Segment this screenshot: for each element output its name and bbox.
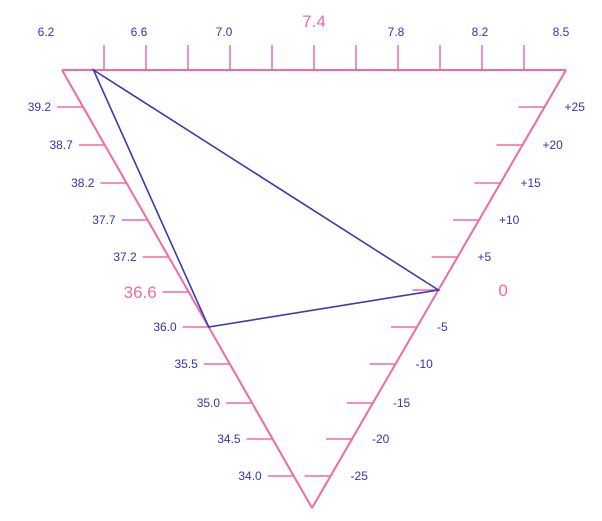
left-scale-label: 34.5 (217, 432, 241, 446)
right-scale-label: 0 (498, 281, 507, 300)
left-scale-label: 34.0 (238, 469, 262, 483)
top-scale-label: 7.4 (302, 12, 326, 31)
right-scale-label: -10 (416, 357, 434, 371)
left-scale-label: 37.7 (92, 213, 116, 227)
right-scale-label: -15 (393, 396, 411, 410)
left-scale-label: 38.2 (71, 176, 95, 190)
right-scale-label: +20 (543, 138, 564, 152)
top-scale-label: 6.6 (131, 25, 148, 39)
left-scale-label: 37.2 (113, 250, 137, 264)
left-scale-label: 35.0 (197, 396, 221, 410)
top-scale-label: 7.8 (388, 25, 405, 39)
plotted-triangle (91, 67, 441, 328)
left-scale-ticks: 39.2 38.7 38.2 37.7 37.2 36.6 36.0 35.5 35.0 34.5… (28, 100, 294, 483)
right-scale-label: +25 (565, 100, 586, 114)
left-axis-line (61, 69, 313, 509)
left-scale-label: 38.7 (49, 138, 73, 152)
right-scale-label: -25 (351, 469, 369, 483)
top-scale-label: 6.2 (38, 25, 55, 39)
right-scale-label: +15 (520, 176, 541, 190)
right-scale-label: +5 (478, 250, 492, 264)
right-scale-ticks: +25 +20 +15 +10 +5 0 -5 -10 -15 -20 -25 (304, 100, 586, 483)
right-scale-label: -5 (437, 320, 448, 334)
top-scale-ticks: 6.2 6.6 7.0 7.4 7.8 8.2 8.5 (38, 12, 570, 70)
left-scale-label: 35.5 (174, 357, 198, 371)
left-scale-label: 36.0 (153, 320, 177, 334)
top-scale-label: 8.2 (472, 25, 489, 39)
right-scale-label: -20 (372, 432, 390, 446)
right-axis-line (311, 69, 567, 509)
left-scale-label: 36.6 (124, 283, 157, 302)
top-scale-label: 7.0 (216, 25, 233, 39)
top-scale-label: 8.5 (553, 25, 570, 39)
left-scale-label: 39.2 (28, 100, 52, 114)
right-scale-label: +10 (499, 213, 520, 227)
